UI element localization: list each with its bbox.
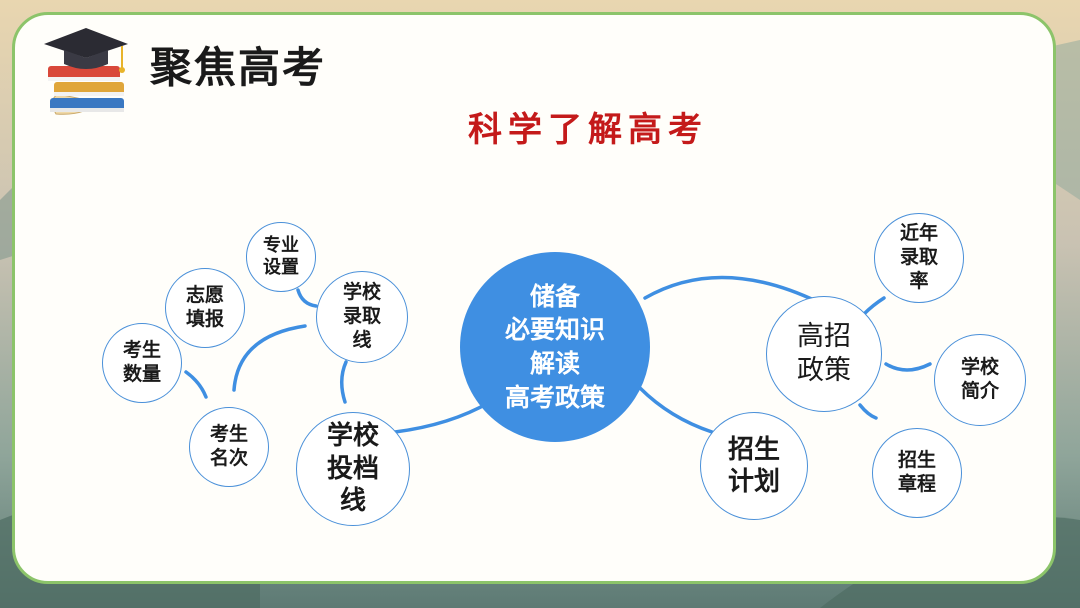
node-zhiyuan-tianbao: 志愿 填报: [165, 268, 245, 348]
node-kaosheng-shuliang: 考生 数量: [102, 323, 182, 403]
link-center-toudangxian: [393, 400, 492, 434]
node-zhuanye-shezhi: 专业 设置: [246, 222, 316, 292]
link-center-gaozhao: [643, 275, 820, 304]
node-gaozhao-zhengce: 高招 政策: [766, 296, 882, 412]
graduation-cap-books-icon: [44, 28, 128, 115]
link-shezhi-luquxian: [296, 288, 318, 308]
page-subtitle: 科学了解高考: [468, 110, 708, 150]
link-shuliang-mingci: [184, 370, 208, 399]
center-node: 储备 必要知识 解读 高考政策: [460, 252, 650, 442]
link-gaozhao-zhangcheng: [858, 403, 878, 420]
link-gaozhao-jianjie: [884, 362, 932, 372]
link-mingci-luquxian: [232, 324, 307, 392]
node-kaosheng-mingci: 考生 名次: [189, 407, 269, 487]
node-xuexiao-luquxian: 学校 录取 线: [316, 271, 408, 363]
link-gaozhao-jinnian: [862, 296, 886, 316]
node-jinnian-luqulv: 近年 录取 率: [874, 213, 964, 303]
node-zhaosheng-zhangcheng: 招生 章程: [872, 428, 962, 518]
link-center-jihua: [638, 386, 714, 434]
node-xuexiao-toudangxian: 学校 投档 线: [296, 412, 410, 526]
node-xuexiao-jianjie: 学校 简介: [934, 334, 1026, 426]
link-toudangxian-luquxian: [340, 360, 348, 404]
page-title: 聚焦高考: [150, 43, 327, 92]
node-zhaosheng-jihua: 招生 计划: [700, 412, 808, 520]
